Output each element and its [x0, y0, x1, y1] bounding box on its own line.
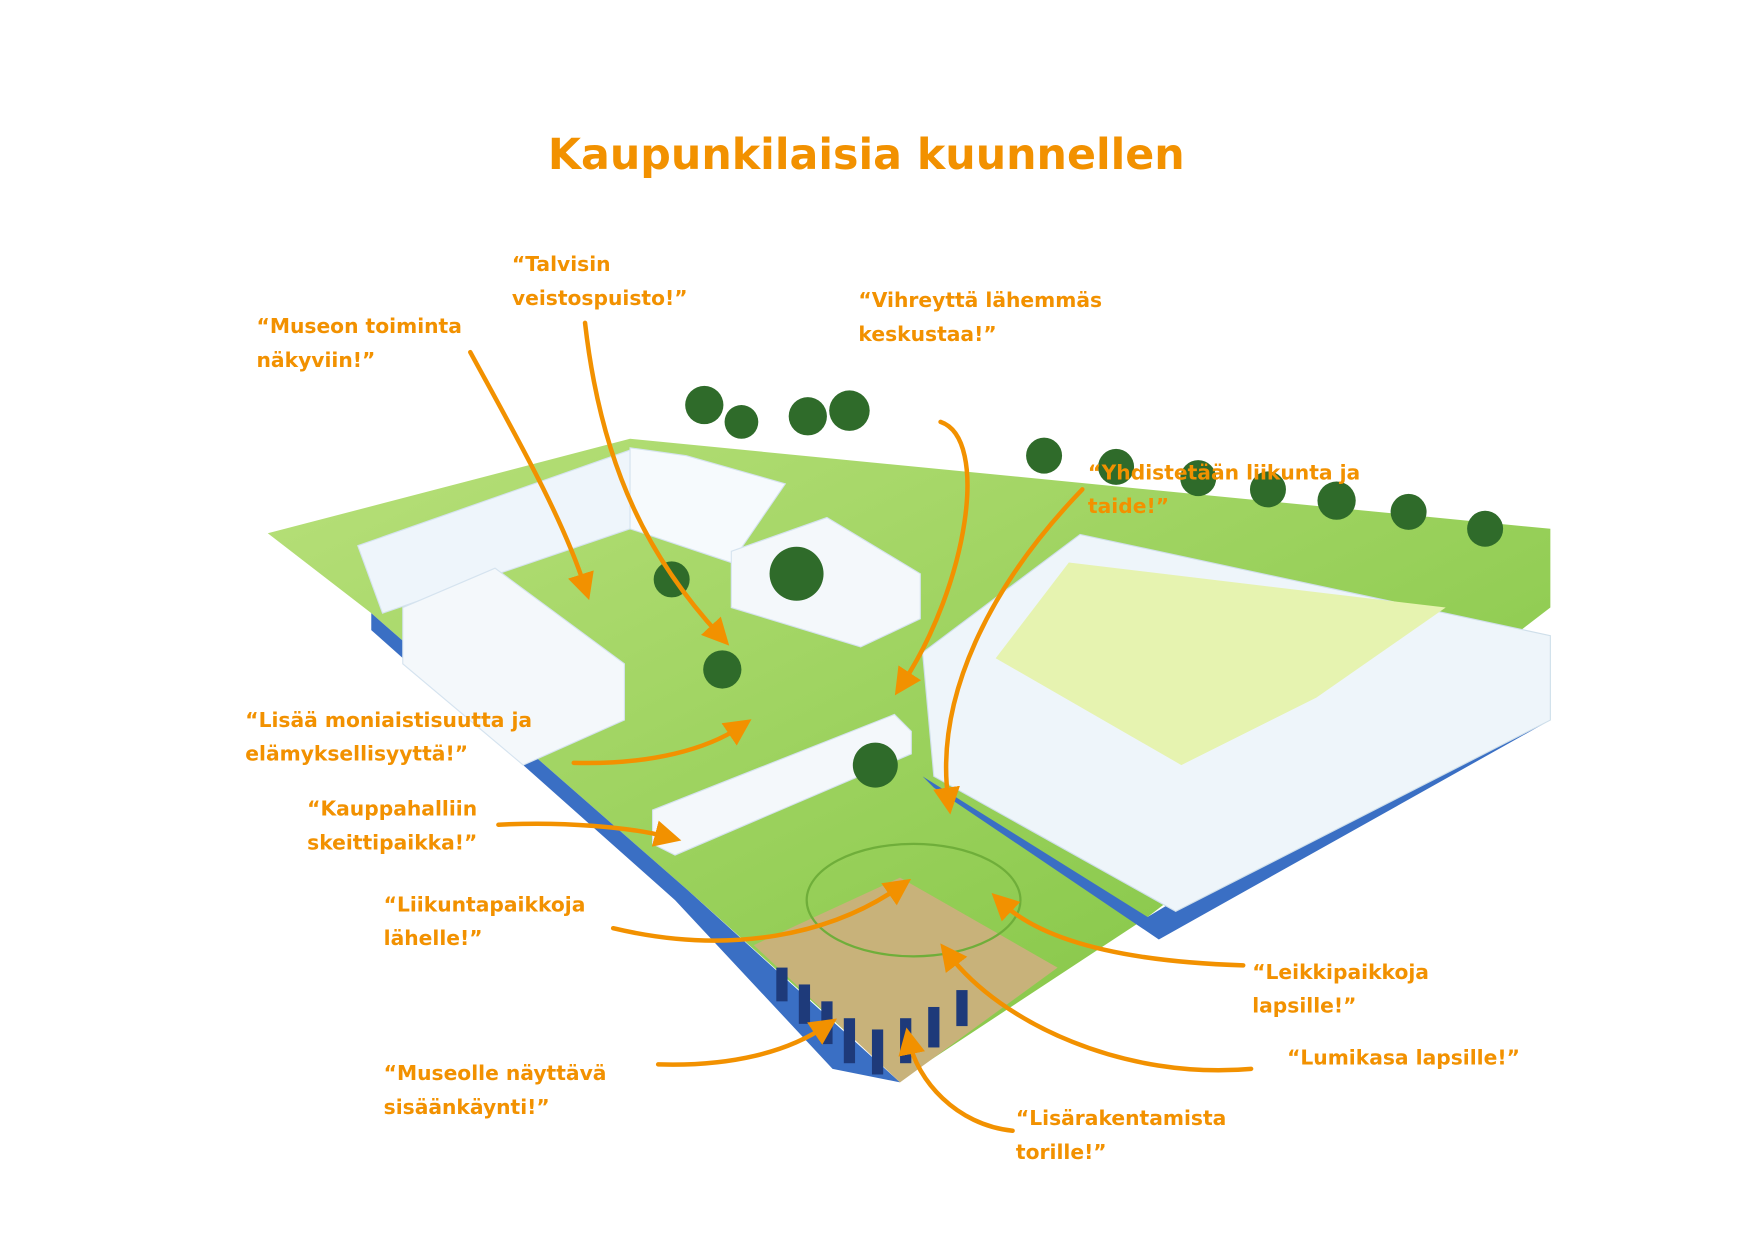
trees — [653, 385, 1504, 788]
svg-text:“Kauppahalliin: “Kauppahalliin — [307, 797, 477, 821]
svg-text:torille!”: torille!” — [1016, 1140, 1107, 1164]
water-shadow-right — [922, 675, 1551, 940]
quote-kauppahalliin: “Kauppahalliin skeittipaikka!” — [307, 797, 477, 855]
svg-text:keskustaa!”: keskustaa!” — [858, 322, 996, 346]
quote-talvisin: “Talvisin veistospuisto!” — [512, 252, 688, 310]
callout-arrows — [468, 320, 1254, 1133]
svg-text:“Museon toiminta: “Museon toiminta — [257, 314, 462, 338]
quote-yhdistetaan: “Yhdistetään liikunta ja taide!” — [1088, 460, 1360, 518]
quote-museon-toiminta: “Museon toiminta näkyviin!” — [257, 314, 462, 372]
svg-text:lapsille!”: lapsille!” — [1252, 994, 1356, 1018]
svg-text:“Lumikasa lapsille!”: “Lumikasa lapsille!” — [1287, 1045, 1520, 1069]
svg-text:“Lisärakentamista: “Lisärakentamista — [1016, 1106, 1226, 1130]
quote-leikkipaikkoja: “Leikkipaikkoja lapsille!” — [1252, 960, 1429, 1018]
svg-text:“Yhdistetään liikunta ja: “Yhdistetään liikunta ja — [1088, 460, 1360, 484]
building-museum-roof — [629, 447, 787, 564]
svg-text:lähelle!”: lähelle!” — [384, 926, 483, 950]
building-left — [402, 567, 625, 766]
page-title: Kaupunkilaisia kuunnellen — [548, 130, 1185, 180]
quote-lisarakentamista: “Lisärakentamista torille!” — [1016, 1106, 1226, 1164]
svg-text:näkyviin!”: näkyviin!” — [257, 348, 376, 372]
svg-text:“Leikkipaikkoja: “Leikkipaikkoja — [1252, 960, 1429, 984]
quote-lumikasa: “Lumikasa lapsille!” — [1287, 1045, 1520, 1069]
plaza-circle — [805, 842, 1022, 958]
building-center — [730, 516, 921, 648]
plaza-base — [753, 877, 1058, 1083]
svg-text:“Talvisin: “Talvisin — [512, 252, 611, 276]
svg-text:sisäänkäynti!”: sisäänkäynti!” — [384, 1095, 550, 1119]
svg-text:“Liikuntapaikkoja: “Liikuntapaikkoja — [384, 892, 586, 916]
quote-lisaa-moniaistisuutta: “Lisää moniaistisuutta ja elämyksellisyy… — [245, 708, 532, 766]
svg-text:skeittipaikka!”: skeittipaikka!” — [307, 830, 477, 854]
svg-text:“Museolle näyttävä: “Museolle näyttävä — [384, 1061, 607, 1085]
quote-vihreytta: “Vihreyttä lähemmäs keskustaa!” — [858, 288, 1102, 346]
svg-text:veistospuisto!”: veistospuisto!” — [512, 286, 688, 310]
svg-text:elämyksellisyyttä!”: elämyksellisyyttä!” — [245, 742, 468, 766]
svg-text:“Lisää moniaistisuutta ja: “Lisää moniaistisuutta ja — [245, 708, 532, 732]
svg-text:“Vihreyttä lähemmäs: “Vihreyttä lähemmäs — [858, 288, 1102, 312]
block-courtyard — [995, 562, 1446, 766]
svg-text:taide!”: taide!” — [1088, 494, 1169, 518]
quote-liikuntapaikkoja: “Liikuntapaikkoja lähelle!” — [384, 892, 586, 950]
quote-museolle: “Museolle näyttävä sisäänkäynti!” — [384, 1061, 607, 1119]
